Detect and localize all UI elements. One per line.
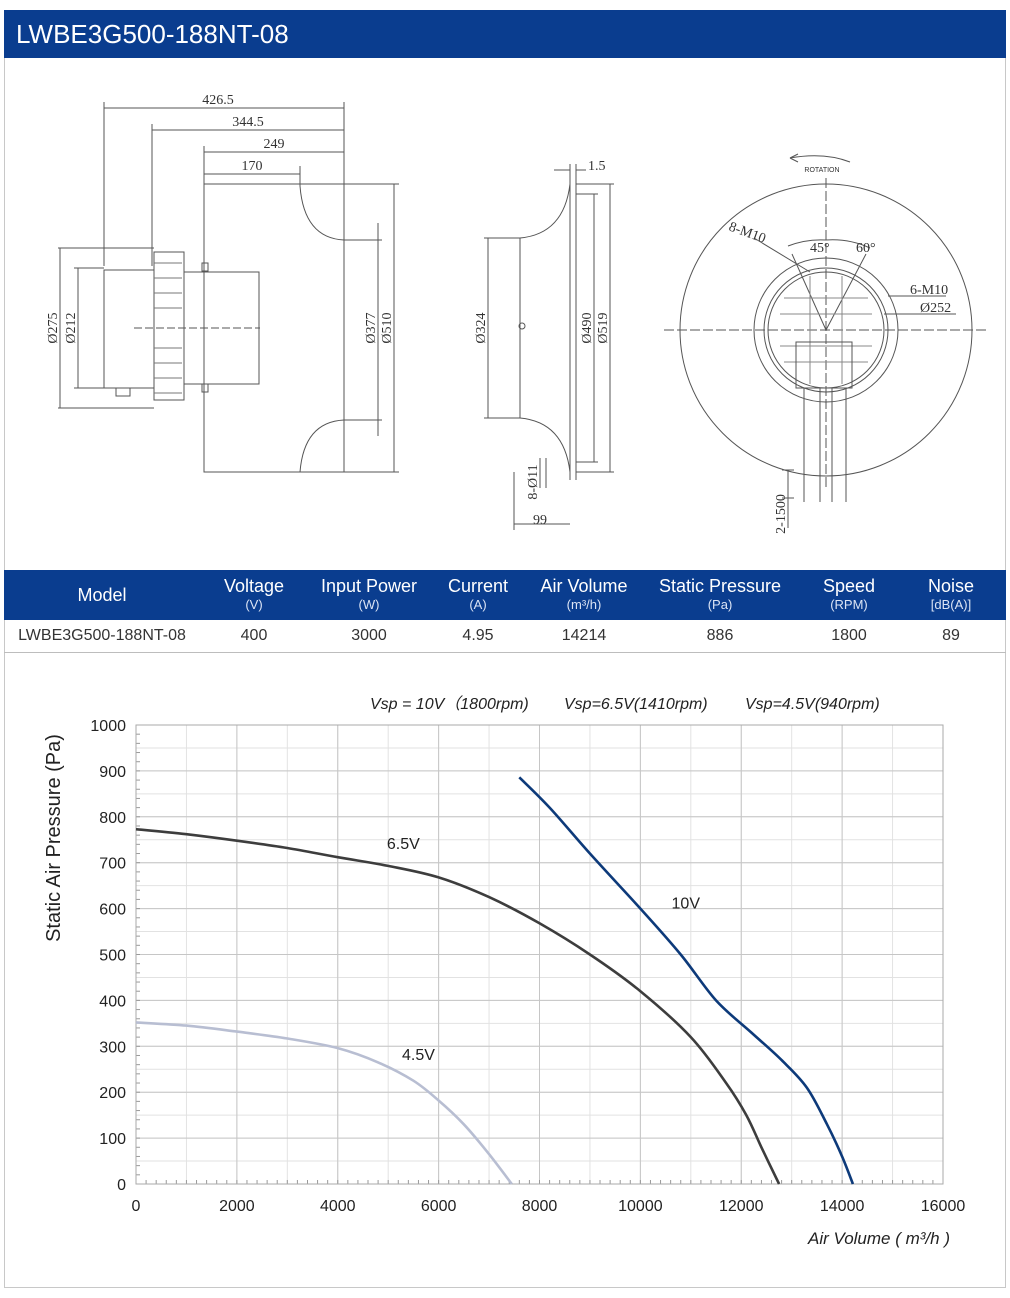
rotation-label: ROTATION <box>804 167 839 174</box>
y-tick-label: 400 <box>99 993 126 1010</box>
legend-4-5v: Vsp=4.5V(940rpm) <box>745 696 880 713</box>
dim-1-5: 1.5 <box>588 159 606 174</box>
col-static-pressure: Static Pressure(Pa) <box>658 576 782 612</box>
x-tick-label: 10000 <box>618 1198 663 1215</box>
col-noise: Noise[dB(A)] <box>927 576 975 612</box>
side-view <box>58 102 399 473</box>
section-view <box>484 164 614 530</box>
cell-air-volume: 14214 <box>561 627 607 644</box>
col-voltage: Voltage(V) <box>223 576 285 612</box>
y-tick-label: 1000 <box>90 718 126 735</box>
dim-hole: 8-Ø11 <box>526 464 541 499</box>
col-model: Model <box>77 585 127 605</box>
dim-344-5: 344.5 <box>232 115 264 130</box>
y-tick-label: 0 <box>117 1177 126 1194</box>
col-air-volume: Air Volume(m³/h) <box>540 576 628 612</box>
dim-275: Ø275 <box>46 312 61 343</box>
label-8-m10: 8-M10 <box>727 220 768 247</box>
cell-noise: 89 <box>942 627 960 644</box>
y-tick-label: 200 <box>99 1085 126 1102</box>
col-current: Current(A) <box>447 576 509 612</box>
performance-chart: 0 2000 4000 6000 8000 10000 12000 14000 16000 0 10… <box>43 695 965 1248</box>
cell-input-power: 3000 <box>351 627 387 644</box>
series-line-10v <box>518 776 855 1185</box>
y-tick-label: 700 <box>99 856 126 873</box>
cell-voltage: 400 <box>240 627 268 644</box>
series-label: 6.5V <box>387 836 420 853</box>
dim-510: Ø510 <box>380 312 395 343</box>
x-tick-label: 0 <box>132 1198 141 1215</box>
dim-212: Ø212 <box>64 312 79 343</box>
y-axis-label: Static Air Pressure (Pa) <box>43 734 65 942</box>
y-tick-label: 800 <box>99 810 126 827</box>
cell-current: 4.95 <box>462 627 494 644</box>
series-label: 10V <box>672 896 701 913</box>
title-bar: LWBE3G500-188NT-08 <box>4 10 1006 58</box>
legend-10v: Vsp = 10V（1800rpm) <box>370 695 529 713</box>
dim-99: 99 <box>533 513 547 528</box>
dimension-drawing: 426.5 344.5 249 170 Ø275 Ø212 Ø377 Ø510 … <box>46 93 988 534</box>
plot-area <box>135 724 944 1185</box>
dim-519: Ø519 <box>596 312 611 343</box>
cell-static-pressure: 886 <box>706 627 734 644</box>
legend-6-5v: Vsp=6.5V(1410rpm) <box>564 696 708 713</box>
x-tick-label: 2000 <box>219 1198 255 1215</box>
col-speed: Speed(RPM) <box>822 576 876 612</box>
series-label: 4.5V <box>402 1047 435 1064</box>
y-tick-label: 100 <box>99 1131 126 1148</box>
x-tick-label: 6000 <box>421 1198 457 1215</box>
cell-speed: 1800 <box>831 627 867 644</box>
spec-table-header: Model Voltage(V) Input Power(W) Current(… <box>4 570 1006 620</box>
x-axis-label: Air Volume ( m³/h ) <box>807 1229 950 1248</box>
cell-model: LWBE3G500-188NT-08 <box>18 627 186 644</box>
dim-377: Ø377 <box>364 312 379 343</box>
x-tick-label: 16000 <box>921 1198 966 1215</box>
y-tick-label: 900 <box>99 764 126 781</box>
x-tick-label: 14000 <box>820 1198 865 1215</box>
col-input-power: Input Power(W) <box>320 576 418 612</box>
dim-324: Ø324 <box>474 312 489 343</box>
x-tick-label: 12000 <box>719 1198 764 1215</box>
angle-45: 45° <box>810 241 830 256</box>
table-row: LWBE3G500-188NT-08 400 3000 4.95 14214 8… <box>4 620 1006 653</box>
y-tick-label: 600 <box>99 902 126 919</box>
dim-249: 249 <box>264 137 285 152</box>
cable-length: 2-1500 <box>774 494 789 534</box>
y-tick-label: 500 <box>99 948 126 965</box>
label-6-m10: 6-M10 <box>910 283 948 298</box>
y-tick-label: 300 <box>99 1039 126 1056</box>
dim-490: Ø490 <box>580 312 595 343</box>
x-tick-label: 4000 <box>320 1198 356 1215</box>
chart-series: 10V 6.5V 4.5V <box>135 776 855 1185</box>
angle-60: 60° <box>856 241 876 256</box>
x-tick-label: 8000 <box>522 1198 558 1215</box>
front-view <box>664 153 988 528</box>
dim-426-5: 426.5 <box>202 93 234 108</box>
series-line-4-5v <box>135 1021 513 1185</box>
dim-170: 170 <box>242 159 263 174</box>
chart-ticks: 0 2000 4000 6000 8000 10000 12000 14000 16000 0 10… <box>90 718 965 1215</box>
label-252: Ø252 <box>920 301 951 316</box>
page-title: LWBE3G500-188NT-08 <box>16 19 289 49</box>
series-line-6-5v <box>135 827 781 1185</box>
